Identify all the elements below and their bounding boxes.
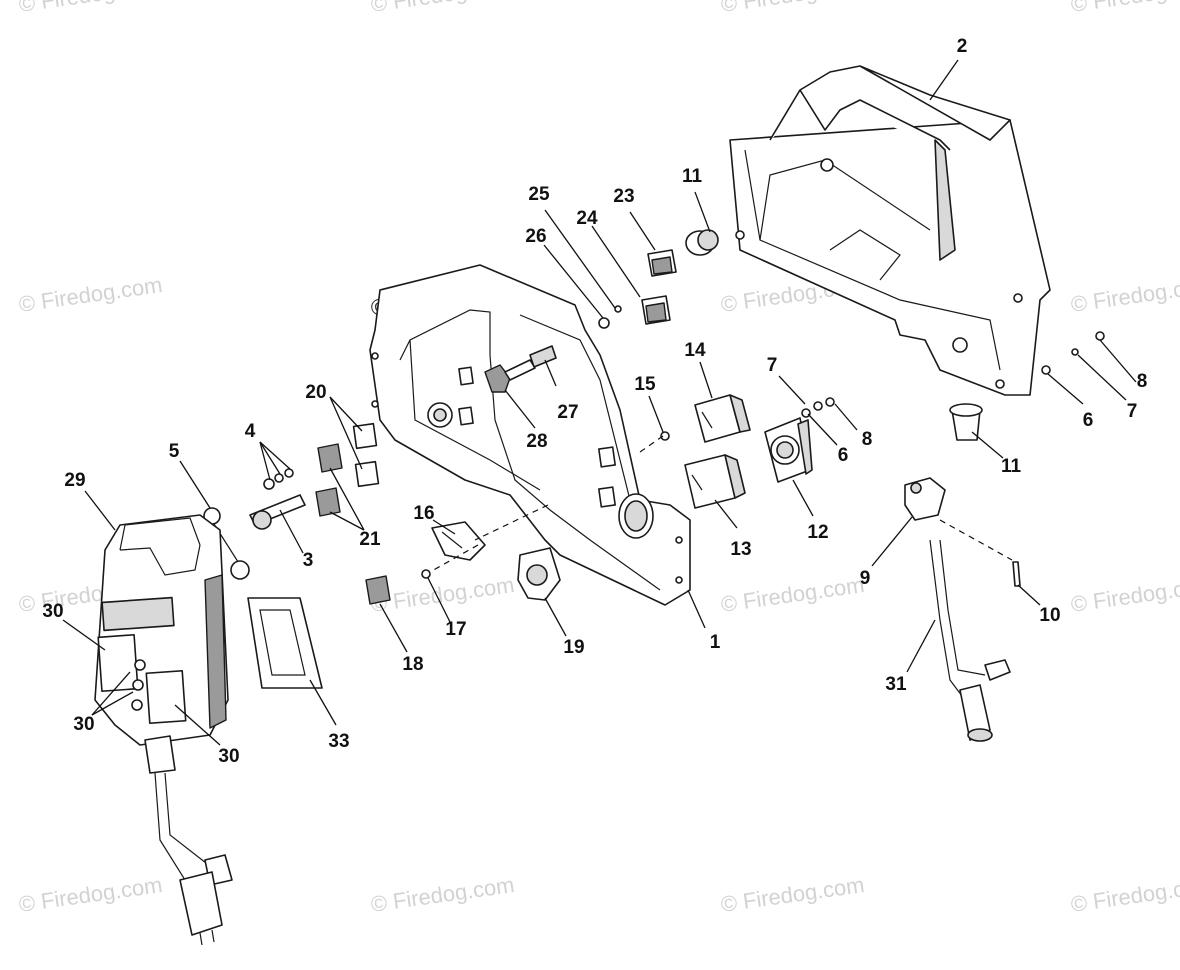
callout-7: 7 <box>767 355 778 376</box>
receptacle-part <box>764 397 835 483</box>
callout-8: 8 <box>1137 371 1148 392</box>
watermark: © Firedog.com <box>1069 272 1180 317</box>
control-box-part <box>94 514 233 946</box>
watermark: © Firedog.com <box>1069 572 1180 617</box>
callout-11: 11 <box>682 166 703 187</box>
top-switches <box>598 229 719 329</box>
callout-22: 23 <box>613 186 634 207</box>
callout-3: 3 <box>303 550 314 571</box>
callout-10: 10 <box>1039 605 1060 626</box>
housing-part <box>729 65 1051 396</box>
callout-13: 13 <box>730 539 751 560</box>
watermark: © Firedog.com <box>719 0 866 17</box>
callout-2: 2 <box>957 36 968 57</box>
callout-33: 33 <box>328 731 349 752</box>
lever-part <box>484 345 557 393</box>
callout-18: 18 <box>402 654 423 675</box>
watermark: © Firedog.com <box>17 272 164 317</box>
watermark: © Firedog.com <box>369 0 516 17</box>
watermark: © Firedog.com <box>369 872 516 917</box>
callout-31: 31 <box>885 674 907 695</box>
callout-30: 30 <box>42 601 63 622</box>
callout-28: 29 <box>64 470 85 491</box>
callout-25: 26 <box>525 226 546 247</box>
callout-4: 4 <box>245 421 256 442</box>
callout-labels: 2 11 23 24 25 26 27 28 14 15 13 12 7 8 6… <box>42 36 1147 767</box>
callout-20: 20 <box>305 382 326 403</box>
rocker-switches <box>660 394 751 509</box>
callout-7: 7 <box>1127 401 1138 422</box>
callout-29: 30 <box>73 714 94 735</box>
leader-lines <box>62 59 1137 746</box>
callout-16: 16 <box>413 503 434 524</box>
watermark: © Firedog.com <box>17 0 164 17</box>
panel-part <box>369 264 691 606</box>
callout-24: 25 <box>528 184 550 205</box>
right-parts <box>904 331 1105 742</box>
watermark: © Firedog.com <box>1069 872 1180 917</box>
callout-9: 9 <box>860 568 871 589</box>
watermark: © Firedog.com <box>369 572 516 617</box>
callout-21: 21 <box>359 529 381 550</box>
callout-5: 5 <box>169 441 180 462</box>
callout-6: 6 <box>838 445 849 466</box>
watermark: © Firedog.com <box>719 572 866 617</box>
watermark: © Firedog.com <box>719 872 866 917</box>
callout-30: 30 <box>218 746 239 767</box>
callout-12: 12 <box>807 522 828 543</box>
left-middle-parts <box>203 422 561 689</box>
callout-8: 8 <box>862 429 873 450</box>
callout-17: 17 <box>445 619 466 640</box>
callout-23: 24 <box>576 208 598 229</box>
callout-1: 1 <box>710 632 721 653</box>
callout-14: 14 <box>684 340 706 361</box>
callout-15: 15 <box>634 374 656 395</box>
callout-6: 6 <box>1083 410 1094 431</box>
callout-27: 28 <box>526 431 547 452</box>
watermark: © Firedog.com <box>1069 0 1180 17</box>
watermark: © Firedog.com <box>17 872 164 917</box>
callout-11: 11 <box>1001 456 1022 477</box>
callout-26: 27 <box>557 402 578 423</box>
callout-19: 19 <box>563 637 584 658</box>
